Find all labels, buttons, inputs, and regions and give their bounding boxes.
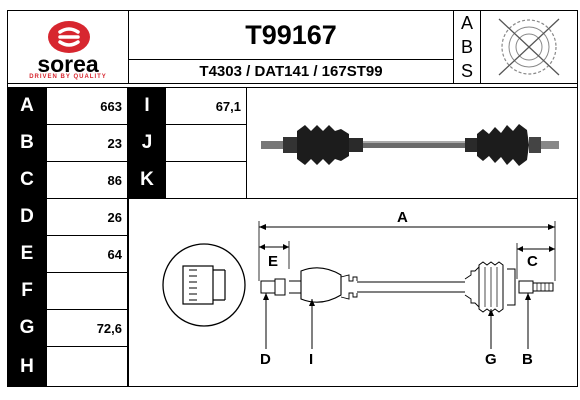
no-abs-ring-icon <box>498 18 560 76</box>
spec-value-i: 67,1 <box>215 98 241 114</box>
dim-label-d: D <box>260 351 271 368</box>
dimension-drawing-box: A E C D I G B <box>128 198 578 387</box>
drive-shaft-drawing <box>162 221 556 349</box>
spec-value-i-cell <box>165 87 247 125</box>
spec-value-a: 663 <box>100 98 122 114</box>
drive-shaft-photo-icon <box>261 124 559 166</box>
spec-label-d: D <box>7 198 47 236</box>
spec-label-g: G <box>7 309 47 347</box>
abs-letter-s: S <box>460 61 473 81</box>
spec-label-i: I <box>128 87 166 125</box>
spec-label-h: H <box>7 346 47 387</box>
part-number: T99167 <box>245 19 337 50</box>
abs-letter-b: B <box>460 37 473 57</box>
abs-letters-box: A B S <box>453 10 481 84</box>
brand-tagline: DRIVEN BY QUALITY <box>29 74 107 80</box>
spec-label-j: J <box>128 124 166 162</box>
spec-value-c: 86 <box>107 172 122 188</box>
spec-value-e: 64 <box>107 246 122 262</box>
spec-value-c-cell <box>46 161 128 199</box>
cross-references: T4303 / DAT141 / 167ST99 <box>199 63 383 80</box>
abs-letter-a: A <box>460 13 473 33</box>
spec-label-a: A <box>7 87 47 125</box>
spec-value-k <box>165 161 247 199</box>
dim-label-c: C <box>527 253 538 270</box>
spec-value-k-cell <box>165 161 247 199</box>
spec-value-j <box>165 124 247 162</box>
part-number-box: T99167 <box>128 10 454 60</box>
shaft-photo-box <box>246 87 578 199</box>
sorea-logo-icon <box>48 21 90 53</box>
spec-value-d: 26 <box>107 209 122 225</box>
spec-value-h-cell <box>46 346 128 387</box>
spec-value-f <box>46 272 128 310</box>
dim-label-i: I <box>309 351 314 368</box>
cross-ref-box: T4303 / DAT141 / 167ST99 <box>128 59 454 84</box>
dim-label-g: G <box>485 351 497 368</box>
spec-value-g: 72,6 <box>96 320 122 336</box>
spec-label-e: E <box>7 235 47 273</box>
spec-label-b: B <box>7 124 47 162</box>
brand-name: sorea <box>37 51 99 77</box>
logo-box: sorea DRIVEN BY QUALITY <box>7 10 129 84</box>
dim-label-a: A <box>397 209 408 226</box>
spec-value-b: 23 <box>107 135 122 151</box>
dim-label-b: B <box>522 351 533 368</box>
dim-label-e: E <box>268 253 279 270</box>
hub-detail-circle <box>162 243 246 327</box>
spec-label-f: F <box>7 272 47 310</box>
spec-label-c: C <box>7 161 47 199</box>
abs-icon-box <box>480 10 578 84</box>
spec-value-f-cell <box>46 272 128 310</box>
spec-label-k: K <box>128 161 166 199</box>
spec-value-h <box>46 346 128 387</box>
